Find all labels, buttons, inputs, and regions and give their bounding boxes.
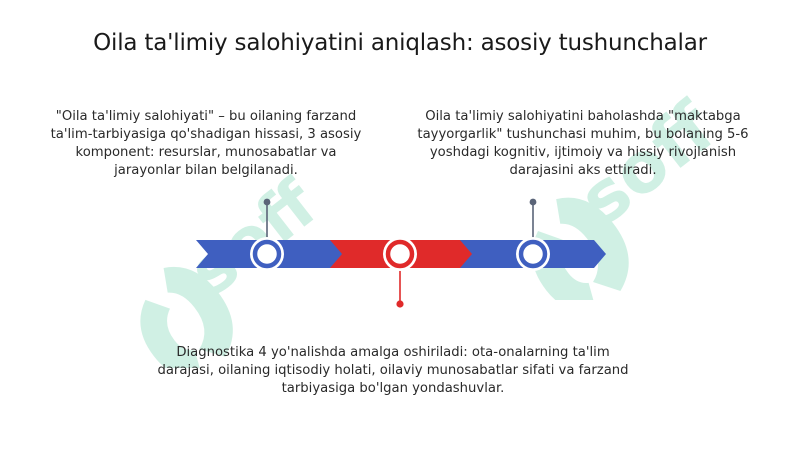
point-1-text: "Oila ta'limiy salohiyati" – bu oilaning… xyxy=(50,109,362,178)
connector-2-dot xyxy=(396,300,404,308)
point-3-text: Oila ta'limiy salohiyatini baholashda "m… xyxy=(417,109,749,178)
timeline-node-1-ring xyxy=(252,239,282,269)
connector-3-dot xyxy=(529,198,537,206)
timeline-node-2-ring xyxy=(385,239,415,269)
page-title: Oila ta'limiy salohiyatini aniqlash: aso… xyxy=(93,30,707,56)
connector-1-dot xyxy=(263,198,271,206)
timeline-node-3-ring xyxy=(518,239,548,269)
point-2-text: Diagnostika 4 yo'nalishda amalga oshiril… xyxy=(157,345,629,396)
